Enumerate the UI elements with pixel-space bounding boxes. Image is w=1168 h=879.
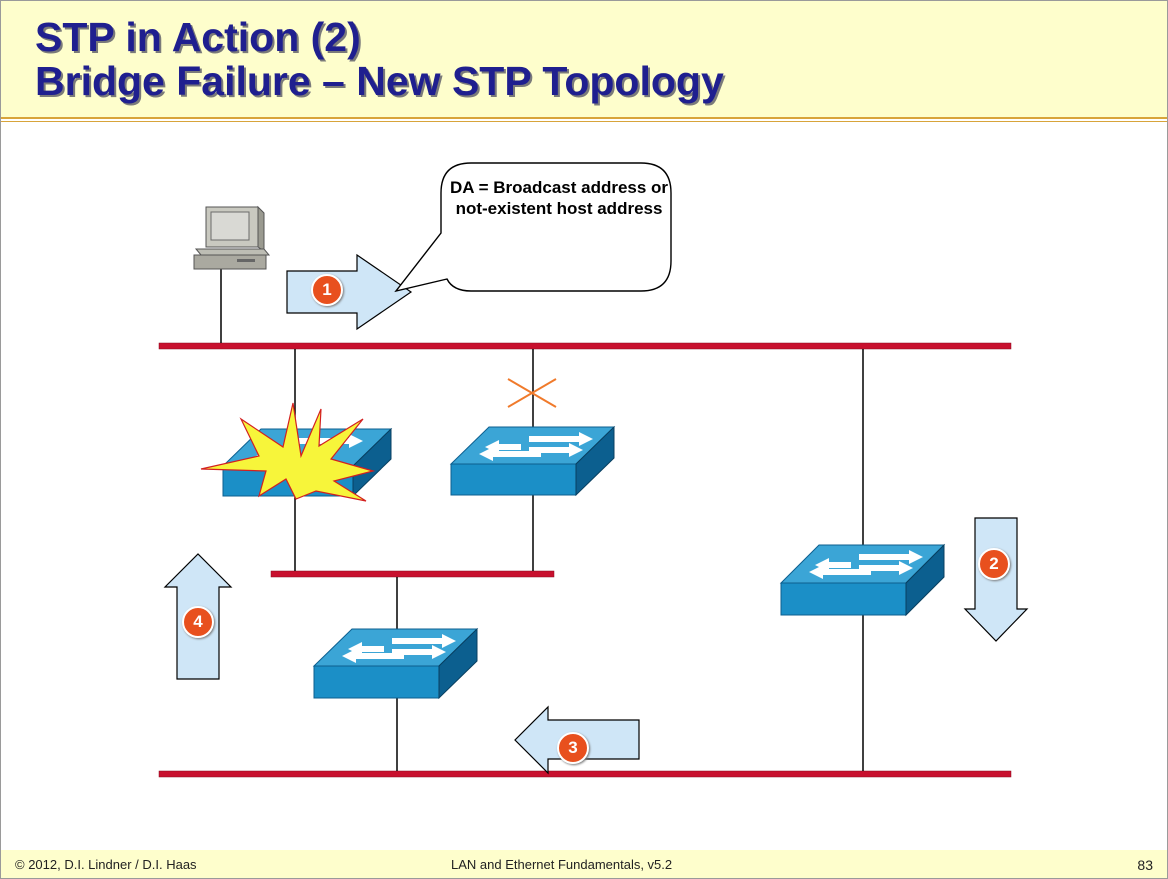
footer-copyright: © 2012, D.I. Lindner / D.I. Haas: [15, 857, 197, 872]
bottom-bridge-switch: [312, 627, 479, 700]
step-4-badge: 4: [182, 606, 214, 638]
lan-segments: [158, 342, 1012, 778]
callout-text: DA = Broadcast address or not-existent h…: [449, 178, 669, 218]
lan-segment-bottom: [158, 770, 1012, 778]
slide-title: STP in Action (2) Bridge Failure – New S…: [35, 15, 724, 103]
lan-segment-middle: [270, 570, 555, 578]
blocked-port-icon: [507, 378, 557, 408]
footer: © 2012, D.I. Lindner / D.I. Haas LAN and…: [1, 850, 1167, 878]
right-bridge-switch: [779, 543, 946, 617]
explosion-icon: [200, 402, 376, 502]
blocked-bridge-switch: [449, 425, 616, 497]
title-rule-thin: [1, 121, 1167, 122]
pc-icon: [193, 205, 271, 270]
step-2-badge: 2: [978, 548, 1010, 580]
lan-segment-top: [158, 342, 1012, 350]
title-line-2: Bridge Failure – New STP Topology: [35, 58, 724, 104]
title-band: STP in Action (2) Bridge Failure – New S…: [1, 1, 1167, 117]
title-rule: [1, 117, 1167, 119]
step-1-arrow: [286, 253, 413, 331]
title-line-1: STP in Action (2): [35, 14, 361, 60]
page-number: 83: [1137, 857, 1153, 873]
footer-course: LAN and Ethernet Fundamentals, v5.2: [451, 857, 673, 872]
callout-bubble: [394, 162, 672, 293]
step-1-badge: 1: [311, 274, 343, 306]
network-diagram: [158, 162, 1029, 778]
step-3-badge: 3: [557, 732, 589, 764]
